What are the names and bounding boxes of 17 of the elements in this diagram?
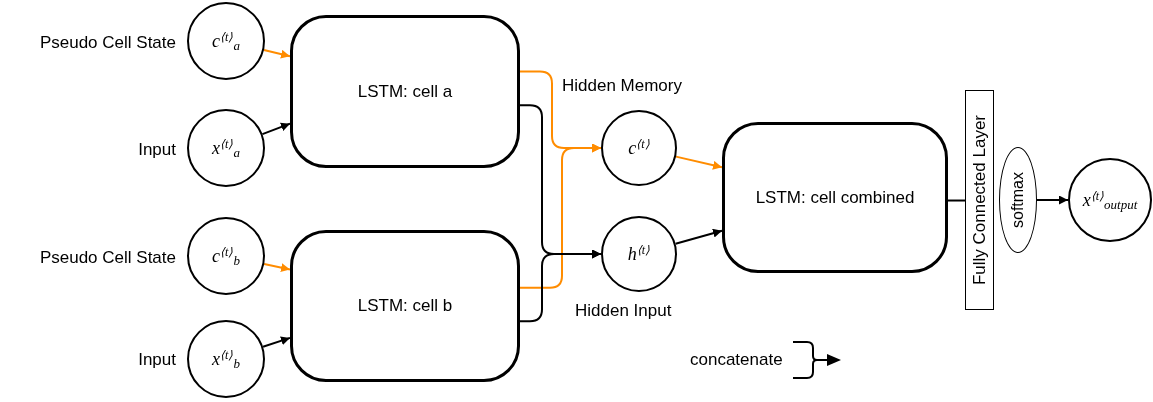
arrow [1036,195,1069,205]
lstm-cell-box: LSTM: cell a [290,15,520,168]
node-caption: Hidden Memory [562,75,683,97]
node-caption: Hidden Input [575,300,673,322]
layer-box: Fully Connected Layer [965,90,994,310]
node-caption: Input [137,139,176,161]
legend-label: concatenate [690,349,783,372]
lstm-cell-box: LSTM: cell combined [722,122,948,273]
arrow [261,122,291,136]
node-caption: Pseudo Cell State [38,32,176,54]
arrow [519,249,602,323]
lstm-cell-box: LSTM: cell b [290,230,520,382]
node-caption: Input [137,349,176,371]
softmax-ellipse: softmax [999,147,1037,253]
node-caption: Pseudo Cell State [38,247,176,269]
arrow [519,143,602,289]
arrow [262,336,291,348]
